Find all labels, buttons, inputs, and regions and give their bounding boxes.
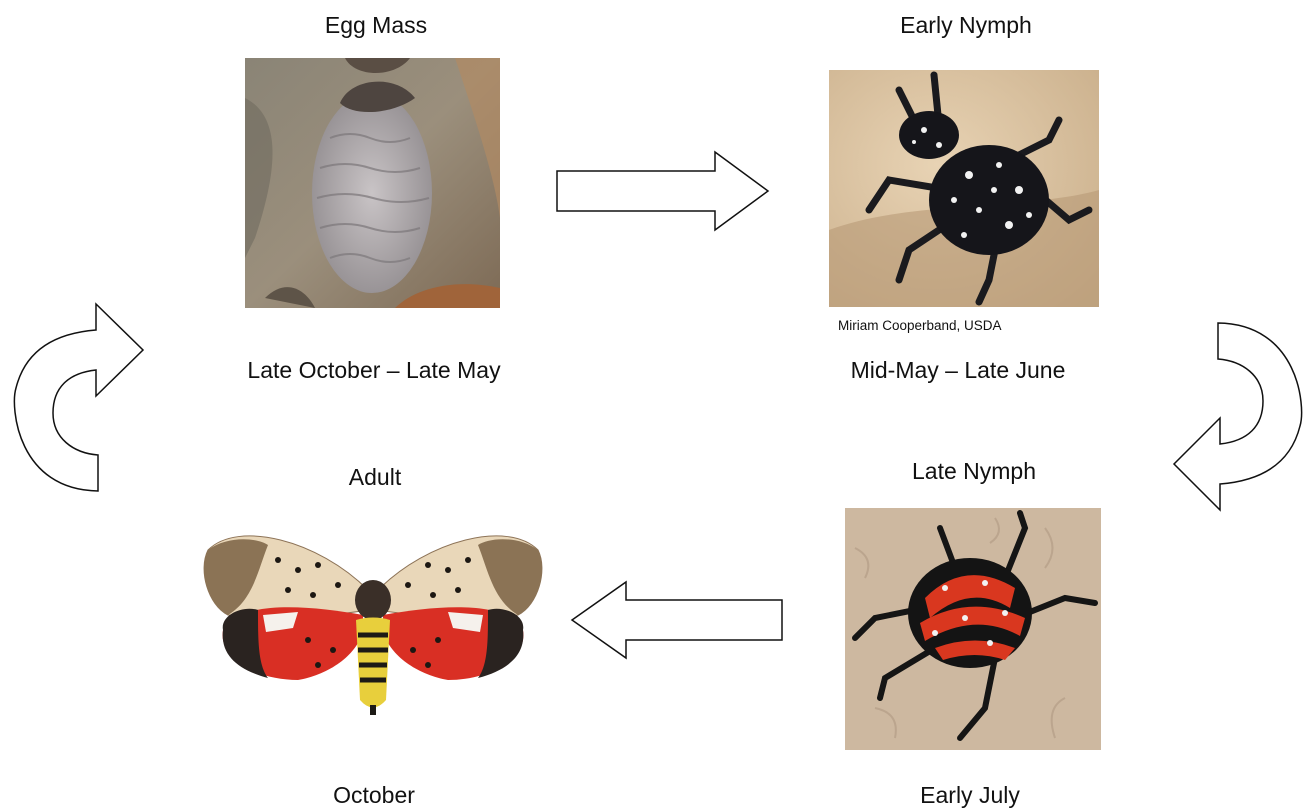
curved-arrow-left — [8, 298, 148, 496]
late-nymph-dates: Early July — [920, 782, 1020, 809]
adult-image — [198, 520, 548, 720]
egg-mass-image — [245, 58, 500, 308]
egg-mass-photo — [245, 58, 500, 308]
early-nymph-photo — [829, 70, 1099, 307]
late-nymph-photo — [845, 508, 1101, 750]
early-nymph-title: Early Nymph — [900, 12, 1032, 39]
right-arrow — [555, 150, 771, 232]
adult-dates: October — [333, 782, 415, 809]
late-nymph-image — [845, 508, 1101, 750]
adult-photo — [198, 520, 548, 720]
curved-arrow-right — [1172, 318, 1308, 516]
photo-credit: Miriam Cooperband, USDA — [838, 318, 1002, 333]
early-nymph-image — [829, 70, 1099, 307]
egg-mass-title: Egg Mass — [325, 12, 427, 39]
early-nymph-dates: Mid-May – Late June — [851, 357, 1066, 384]
egg-mass-dates: Late October – Late May — [247, 357, 500, 384]
adult-title: Adult — [349, 464, 401, 491]
left-arrow — [569, 580, 785, 660]
late-nymph-title: Late Nymph — [912, 458, 1036, 485]
